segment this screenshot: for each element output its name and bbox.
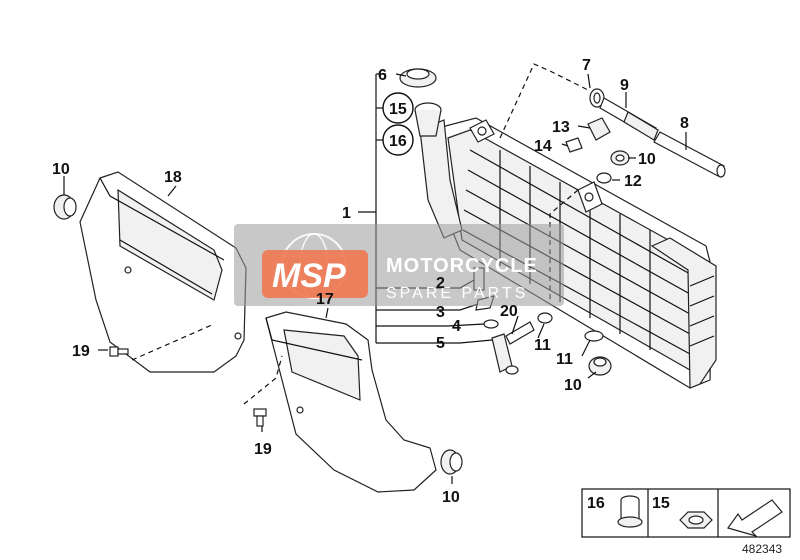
legend-16: 16 xyxy=(587,495,605,512)
bolt-20 xyxy=(505,321,535,345)
grommet-10-top xyxy=(610,150,630,166)
radiator-cap xyxy=(399,68,437,88)
rubber-grommet-right xyxy=(440,449,463,475)
callout-4: 4 xyxy=(452,318,461,335)
screw-19-left xyxy=(109,346,129,357)
callout-11-center: 11 xyxy=(534,337,551,354)
callout-18: 18 xyxy=(164,169,182,186)
arrow-icon xyxy=(727,499,783,538)
right-radiator-cover xyxy=(265,311,437,493)
callout-10-right: 10 xyxy=(442,489,460,506)
washer-11-center xyxy=(537,312,553,324)
spacer-11-right xyxy=(584,330,604,342)
nut-icon xyxy=(679,511,713,529)
radiator xyxy=(419,117,717,389)
nut-14 xyxy=(565,137,583,153)
spacer-12 xyxy=(596,172,612,184)
callouts: 6 15 16 1 2 3 4 5 7 9 8 13 14 10 12 20 1… xyxy=(52,57,689,506)
callout-19-left: 19 xyxy=(72,343,90,360)
legend-box: 16 15 482343 xyxy=(581,488,791,556)
bracket-13 xyxy=(587,117,611,141)
overflow-pipe-8 xyxy=(653,131,726,178)
callout-11-right: 11 xyxy=(556,351,573,368)
callout-15: 15 xyxy=(389,101,407,118)
callout-9: 9 xyxy=(620,77,629,94)
diagram-id: 482343 xyxy=(742,542,782,556)
rubber-grommet-left xyxy=(53,194,77,220)
seal-ring-4 xyxy=(483,319,499,329)
callout-19-right: 19 xyxy=(254,441,272,458)
callout-2: 2 xyxy=(436,275,445,292)
left-radiator-cover xyxy=(79,171,247,373)
callout-10-top: 10 xyxy=(638,151,656,168)
callout-5: 5 xyxy=(436,335,445,352)
callout-3: 3 xyxy=(436,304,445,321)
watermark: MSP MOTORCYCLE SPARE PARTS xyxy=(234,224,564,306)
msp-logo-box xyxy=(262,250,368,298)
callout-10-bottom: 10 xyxy=(564,377,582,394)
callout-13: 13 xyxy=(552,119,570,136)
callout-16: 16 xyxy=(389,133,407,150)
callout-17: 17 xyxy=(316,291,334,308)
legend-15: 15 xyxy=(652,495,670,512)
callout-20: 20 xyxy=(500,303,518,320)
watermark-logo: MSP xyxy=(272,257,346,295)
sleeve-icon xyxy=(617,495,643,528)
callout-15-circle xyxy=(382,92,414,124)
callout-6: 6 xyxy=(378,67,387,84)
watermark-line1: MOTORCYCLE xyxy=(386,255,538,277)
grommet-10-bottom xyxy=(588,356,612,376)
screw-19-right xyxy=(253,408,267,427)
callout-8: 8 xyxy=(680,115,689,132)
callout-10-left: 10 xyxy=(52,161,70,178)
watermark-line2: SPARE PARTS xyxy=(386,285,528,302)
callout-1: 1 xyxy=(342,205,351,222)
callout-12: 12 xyxy=(624,173,642,190)
callout-14: 14 xyxy=(534,138,552,155)
callout-16-circle xyxy=(382,124,414,156)
callout-7: 7 xyxy=(582,57,591,74)
filler-neck xyxy=(414,102,442,137)
hose-clamp-7 xyxy=(589,88,605,108)
filler-hose-9 xyxy=(599,97,659,141)
hose-fitting-5 xyxy=(491,333,519,375)
